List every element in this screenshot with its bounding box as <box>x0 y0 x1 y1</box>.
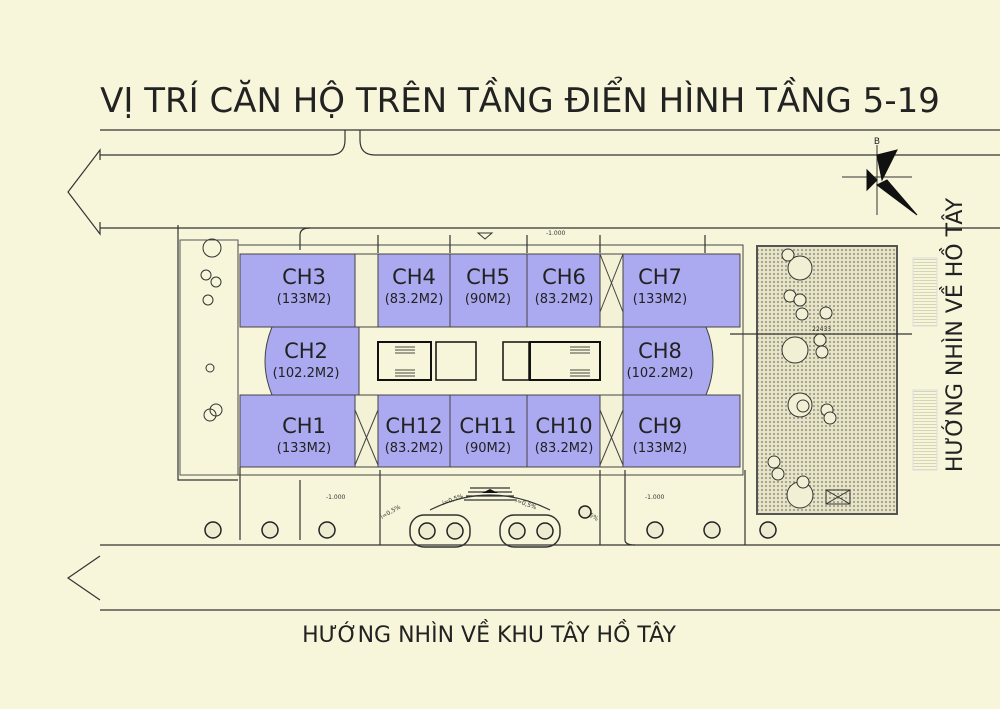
compass-label: B <box>874 137 880 147</box>
svg-text:(133M2): (133M2) <box>633 441 687 456</box>
view-label-bottom: HƯỚNG NHÌN VỀ KHU TÂY HỒ TÂY <box>302 620 676 648</box>
unit-CH3[interactable]: CH3 (133M2) <box>239 253 356 328</box>
svg-text:CH11: CH11 <box>459 414 516 438</box>
svg-text:(90M2): (90M2) <box>465 292 511 307</box>
entrance <box>409 487 561 548</box>
unit-CH1[interactable]: CH1 (133M2) <box>239 394 356 468</box>
svg-text:-1.000: -1.000 <box>326 494 346 501</box>
svg-text:CH10: CH10 <box>535 414 592 438</box>
trees <box>204 505 777 540</box>
svg-text:(133M2): (133M2) <box>277 292 331 307</box>
svg-text:CH9: CH9 <box>638 414 682 438</box>
unit-CH6[interactable]: CH6 (83.2M2) <box>526 253 601 328</box>
arrow-left-icon <box>67 148 101 236</box>
svg-text:(133M2): (133M2) <box>277 441 331 456</box>
svg-text:-1.000: -1.000 <box>645 494 665 501</box>
unit-CH8[interactable]: CH8 (102.2M2) <box>622 326 714 396</box>
view-label-right: HƯỚNG NHÌN VỀ HỒ TÂY <box>940 197 968 472</box>
page-title: VỊ TRÍ CĂN HỘ TRÊN TẦNG ĐIỂN HÌNH TẦNG 5… <box>100 76 940 121</box>
svg-text:i=0,5%: i=0,5% <box>514 497 537 511</box>
svg-text:(83.2M2): (83.2M2) <box>535 441 594 456</box>
right-garden: 22433 <box>730 245 912 515</box>
svg-text:(83.2M2): (83.2M2) <box>385 292 444 307</box>
building: CH3 (133M2) CH4 (83.2M2) CH5 (90M2) CH6 (83.… <box>237 232 744 476</box>
svg-text:CH12: CH12 <box>385 414 442 438</box>
unit-CH10[interactable]: CH10 (83.2M2) <box>526 394 601 468</box>
svg-text:CH3: CH3 <box>282 265 326 289</box>
unit-CH2[interactable]: CH2 (102.2M2) <box>264 326 360 396</box>
unit-CH7[interactable]: CH7 (133M2) <box>622 253 741 328</box>
hatched-strip <box>912 257 938 327</box>
svg-text:CH8: CH8 <box>638 339 682 363</box>
dimension-label: 22433 <box>812 326 831 333</box>
svg-text:CH1: CH1 <box>282 414 326 438</box>
left-garden <box>179 238 239 476</box>
compass-icon: B <box>842 137 918 216</box>
svg-text:i=0,5%: i=0,5% <box>380 504 403 521</box>
unit-CH9[interactable]: CH9 (133M2) <box>622 394 741 468</box>
hatched-strip <box>912 389 938 471</box>
unit-CH12[interactable]: CH12 (83.2M2) <box>377 394 451 468</box>
roads <box>66 129 1000 611</box>
svg-text:i=0,5%: i=0,5% <box>441 493 464 507</box>
svg-text:CH6: CH6 <box>542 265 586 289</box>
svg-text:CH7: CH7 <box>638 265 682 289</box>
svg-text:CH2: CH2 <box>284 339 328 363</box>
core <box>377 341 601 381</box>
unit-CH4[interactable]: CH4 (83.2M2) <box>377 253 451 328</box>
svg-text:CH4: CH4 <box>392 265 436 289</box>
svg-text:(83.2M2): (83.2M2) <box>385 441 444 456</box>
unit-CH11[interactable]: CH11 (90M2) <box>449 394 528 468</box>
arrow-left-icon <box>66 555 101 601</box>
unit-CH5[interactable]: CH5 (90M2) <box>449 253 528 328</box>
svg-text:-1.000: -1.000 <box>546 230 566 237</box>
svg-text:(102.2M2): (102.2M2) <box>273 366 340 381</box>
svg-text:(102.2M2): (102.2M2) <box>627 366 694 381</box>
svg-text:CH5: CH5 <box>466 265 510 289</box>
svg-text:(90M2): (90M2) <box>465 441 511 456</box>
svg-text:(133M2): (133M2) <box>633 292 687 307</box>
svg-text:(83.2M2): (83.2M2) <box>535 292 594 307</box>
